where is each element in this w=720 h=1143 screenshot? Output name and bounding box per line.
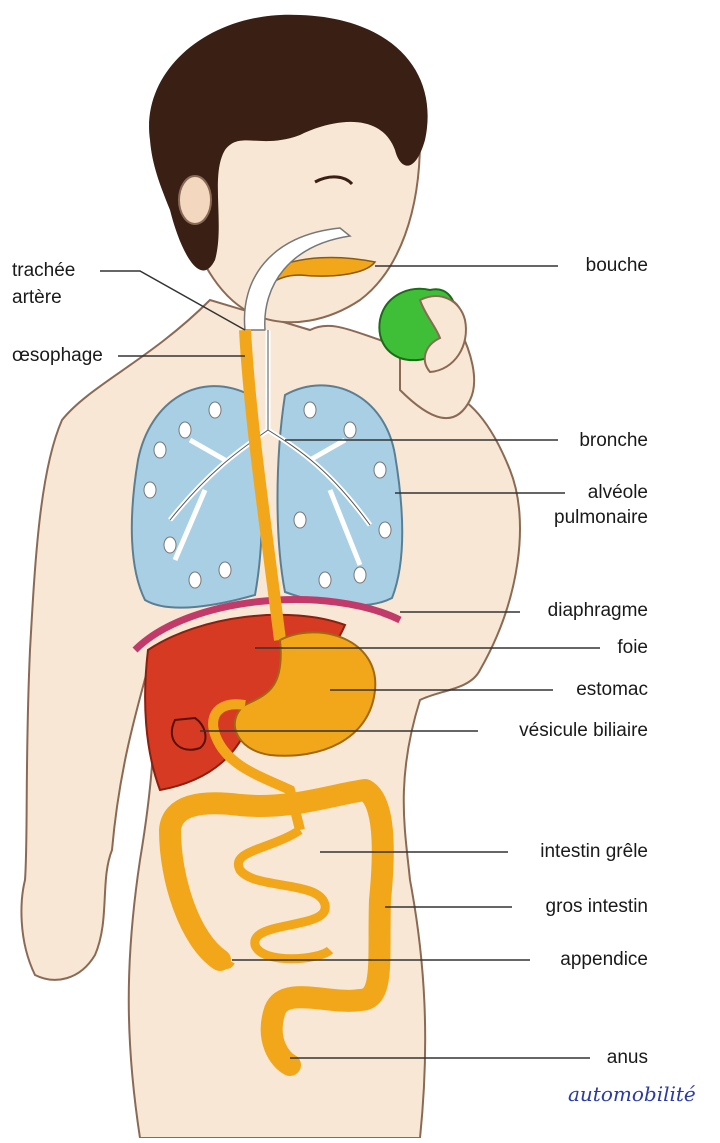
label-anus: anus: [607, 1046, 648, 1070]
label-trachee-line2: artère: [12, 286, 62, 310]
label-bouche: bouche: [586, 254, 648, 278]
label-appendice: appendice: [560, 948, 648, 972]
ear: [179, 176, 211, 224]
label-alveole-line2: pulmonaire: [554, 506, 648, 530]
label-trachee-line1: trachée: [12, 259, 75, 283]
label-intestin-grele: intestin grêle: [540, 840, 648, 864]
label-oesophage: œsophage: [12, 344, 103, 368]
label-estomac: estomac: [576, 678, 648, 702]
label-alveole-line1: alvéole: [588, 481, 648, 505]
label-vesicule: vésicule biliaire: [519, 719, 648, 743]
handwritten-note: automobilité: [568, 1082, 696, 1106]
label-foie: foie: [617, 636, 648, 660]
label-bronche: bronche: [579, 429, 648, 453]
label-diaphragme: diaphragme: [548, 599, 648, 623]
gallbladder: [172, 718, 206, 750]
label-gros-intestin: gros intestin: [546, 895, 648, 919]
